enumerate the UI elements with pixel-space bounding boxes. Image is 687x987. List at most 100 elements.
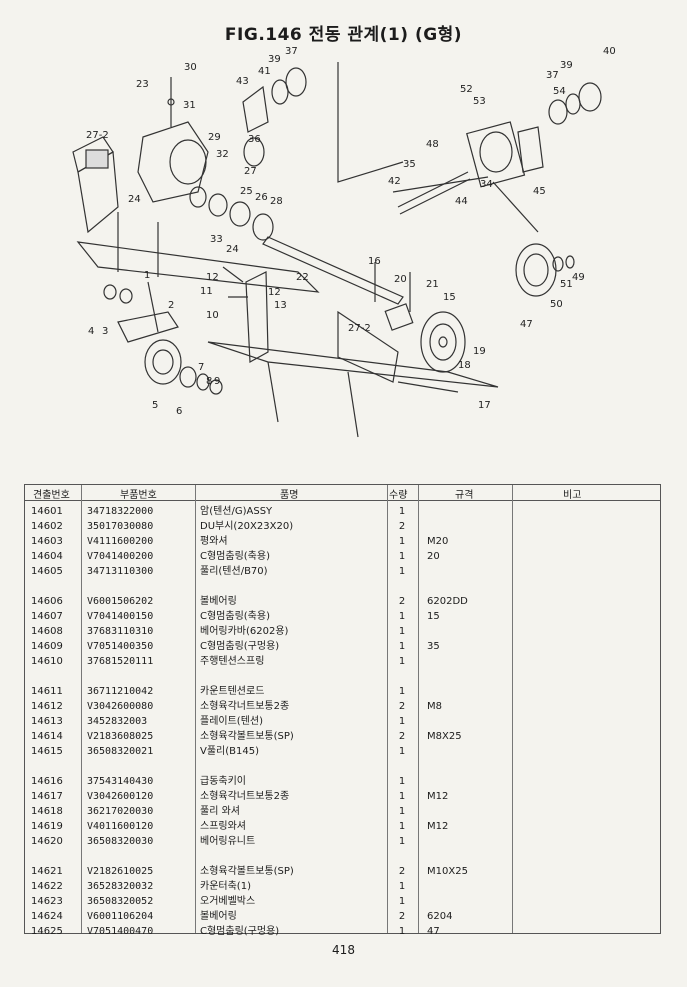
svg-text:12: 12	[268, 287, 281, 298]
row-number: 14614	[31, 731, 63, 742]
row-number: 14612	[31, 701, 63, 712]
column-divider	[512, 485, 513, 933]
svg-text:24: 24	[128, 194, 141, 205]
svg-text:39: 39	[268, 54, 281, 65]
quantity: 1	[398, 926, 406, 937]
svg-text:12: 12	[206, 272, 219, 283]
specification: M20	[427, 536, 449, 547]
quantity: 1	[398, 791, 406, 802]
svg-text:45: 45	[533, 186, 546, 197]
part-name: 소형육각볼트보통(SP)	[200, 731, 294, 742]
part-number: 36711210042	[87, 686, 154, 697]
part-number: 36508320030	[87, 836, 154, 847]
specification: 35	[427, 641, 440, 652]
column-divider	[387, 485, 388, 933]
exploded-parts-diagram: 30 39 37 40 23 43 41 31 52 53 54 37 39 2…	[72, 46, 616, 438]
part-name: 소형육각볼트보통(SP)	[200, 866, 294, 877]
specification: M12	[427, 821, 449, 832]
part-name: 카운터축(1)	[200, 881, 251, 892]
svg-text:40: 40	[603, 46, 616, 57]
part-name: 풀리 와셔	[200, 806, 240, 817]
header-no: 견출번호	[33, 490, 70, 501]
part-number: V6001106204	[87, 911, 154, 922]
row-number: 14602	[31, 521, 63, 532]
specification: M8X25	[427, 731, 462, 742]
svg-text:3: 3	[102, 326, 108, 337]
part-number: 36508320021	[87, 746, 154, 757]
quantity: 2	[398, 521, 406, 532]
header-name: 품명	[280, 490, 299, 501]
svg-text:4: 4	[88, 326, 94, 337]
quantity: 2	[398, 731, 406, 742]
specification: M8	[427, 701, 442, 712]
row-number: 14601	[31, 506, 63, 517]
svg-text:13: 13	[274, 300, 287, 311]
row-number: 14615	[31, 746, 63, 757]
svg-text:37: 37	[546, 70, 559, 81]
quantity: 1	[398, 716, 406, 727]
svg-text:42: 42	[388, 176, 401, 187]
svg-text:39: 39	[560, 60, 573, 71]
svg-text:27-2: 27-2	[348, 323, 371, 334]
specification: 6202DD	[427, 596, 468, 607]
page-number: 418	[332, 943, 355, 957]
svg-text:16: 16	[368, 256, 381, 267]
row-number: 14623	[31, 896, 63, 907]
callout-label: 30	[184, 62, 197, 73]
quantity: 1	[398, 536, 406, 547]
part-number: 36528320032	[87, 881, 154, 892]
quantity: 1	[398, 881, 406, 892]
part-name: 풀리(텐션/B70)	[200, 566, 268, 577]
svg-text:27: 27	[244, 166, 257, 177]
part-name: C형멈춤링(구멍용)	[200, 926, 280, 937]
row-number: 14606	[31, 596, 63, 607]
svg-text:20: 20	[394, 274, 407, 285]
part-name: 급동축키이	[200, 776, 246, 787]
part-number: 34713110300	[87, 566, 154, 577]
svg-text:43: 43	[236, 76, 249, 87]
quantity: 2	[398, 911, 406, 922]
svg-text:11: 11	[200, 286, 213, 297]
specification: M10X25	[427, 866, 468, 877]
part-name: 소형육각너트보통2종	[200, 701, 290, 712]
part-name: 카운트텐션로드	[200, 686, 265, 697]
row-number: 14608	[31, 626, 63, 637]
table-row: 14612 V3042600080 소형육각너트보통2종 2 M8	[25, 700, 660, 714]
part-name: C형멈춤링(구멍용)	[200, 641, 280, 652]
quantity: 1	[398, 776, 406, 787]
part-number: 37543140430	[87, 776, 154, 787]
column-divider	[195, 485, 196, 933]
quantity: 2	[398, 701, 406, 712]
svg-text:22: 22	[296, 272, 309, 283]
svg-text:36: 36	[248, 134, 261, 145]
quantity: 1	[398, 746, 406, 757]
svg-text:25: 25	[240, 186, 253, 197]
part-number: V4111600200	[87, 536, 154, 547]
svg-text:51: 51	[560, 279, 573, 290]
part-number: V4011600120	[87, 821, 154, 832]
row-number: 14622	[31, 881, 63, 892]
svg-text:53: 53	[473, 96, 486, 107]
quantity: 1	[398, 806, 406, 817]
row-number: 14607	[31, 611, 63, 622]
row-number: 14624	[31, 911, 63, 922]
header-remark: 비고	[563, 490, 582, 501]
part-number: V3042600080	[87, 701, 154, 712]
svg-text:18: 18	[458, 360, 471, 371]
svg-text:34: 34	[480, 179, 493, 190]
svg-text:37: 37	[285, 46, 298, 57]
part-number: 36508320052	[87, 896, 154, 907]
row-number: 14616	[31, 776, 63, 787]
part-number: 36217020030	[87, 806, 154, 817]
row-number: 14625	[31, 926, 63, 937]
specification: 47	[427, 926, 440, 937]
